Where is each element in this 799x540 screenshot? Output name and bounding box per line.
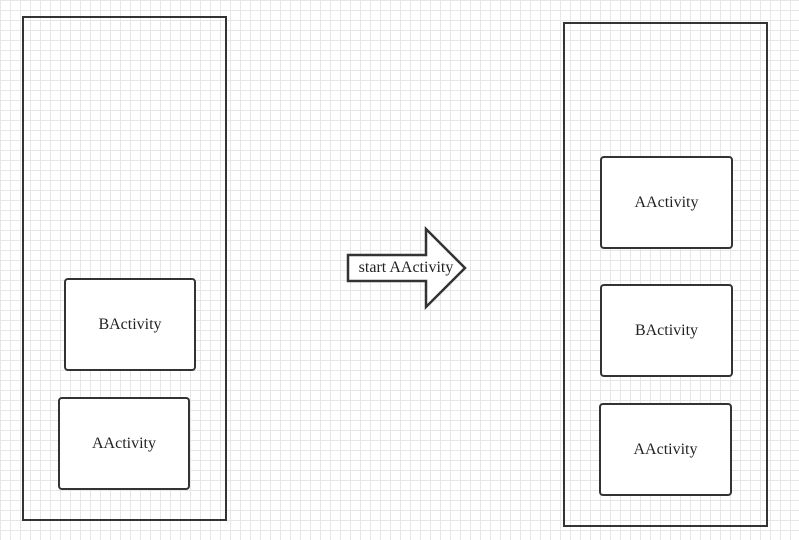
before-bactivity-box: BActivity [64,278,196,371]
after-bottom-aactivity-label: AActivity [633,440,698,458]
before-aactivity-box: AActivity [58,397,190,490]
after-bottom-aactivity-box: AActivity [599,403,732,496]
after-task-stack [563,22,768,527]
after-bactivity-box: BActivity [600,284,733,377]
before-aactivity-label: AActivity [92,434,156,452]
after-top-aactivity-box: AActivity [600,156,733,249]
before-bactivity-label: BActivity [98,315,162,333]
after-bactivity-label: BActivity [634,321,699,339]
before-task-stack [22,16,227,521]
arrow-shape [346,225,467,311]
transition-arrow [346,225,467,311]
after-top-aactivity-label: AActivity [634,193,699,211]
transition-label: start AActivity [358,259,454,276]
